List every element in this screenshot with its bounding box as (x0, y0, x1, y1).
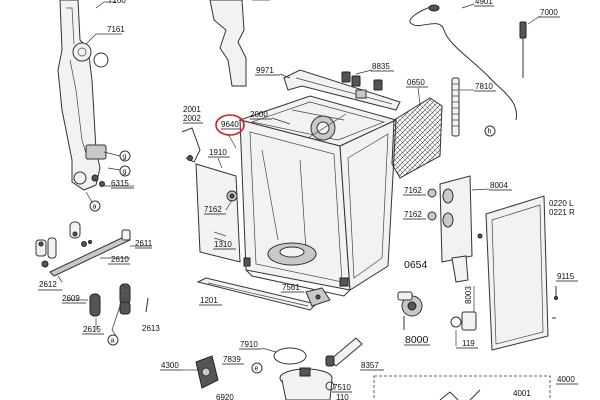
label-4300[interactable]: 4300 (161, 361, 179, 370)
marker-h-right-text: h (488, 129, 492, 136)
drain-fitting-7561 (305, 287, 331, 307)
marker-a-upper (89, 200, 101, 212)
label-4901[interactable]: 4901 (475, 0, 493, 6)
top-rail-9971 (283, 69, 401, 111)
label-8357[interactable]: 8357 (361, 361, 379, 370)
label-8003[interactable]: 8003 (464, 286, 473, 304)
label-2609[interactable]: 2609 (62, 294, 80, 303)
label-7161[interactable]: 7161 (107, 25, 125, 34)
marker-e-text: e (255, 366, 259, 373)
clip-set-8835 (341, 71, 383, 91)
latch-119 (450, 311, 477, 331)
cord-plug-7000 (519, 21, 527, 78)
label-2610[interactable]: 2610 (111, 255, 129, 264)
label-7839[interactable]: 7839 (223, 355, 241, 364)
marker-g-lower (119, 165, 131, 177)
pump-8000 (397, 291, 423, 330)
label-4000[interactable]: 4000 (557, 375, 575, 384)
insulation-mat-0650 (391, 97, 443, 179)
side-frame-bracket (57, 0, 109, 191)
label-9971[interactable]: 9971 (256, 66, 274, 75)
label-7000[interactable]: 7000 (540, 8, 558, 17)
bracket-0654 (451, 255, 469, 283)
label-0654[interactable]: 0654 (404, 259, 428, 271)
label-0221-right[interactable]: 0221 R (549, 208, 575, 217)
label-2002[interactable]: 2002 (183, 114, 201, 123)
marker-g-lower-text: g (123, 169, 127, 176)
pipe-8357 (325, 337, 363, 367)
side-panel-8004 (439, 175, 473, 263)
label-0650[interactable]: 0650 (407, 78, 425, 87)
label-9115[interactable]: 9115 (557, 272, 575, 281)
label-9640[interactable]: 9640 (221, 120, 239, 129)
label-2613[interactable]: 2613 (142, 324, 160, 333)
label-1310[interactable]: 1310 (214, 240, 232, 249)
dishwasher-tub-frame (238, 95, 398, 297)
seal-clip-2001 (181, 127, 201, 163)
label-2612[interactable]: 2612 (39, 280, 57, 289)
door-panel-0220 (485, 195, 549, 351)
label-1201[interactable]: 1201 (200, 296, 218, 305)
marker-a-upper-text: a (93, 204, 97, 211)
label-8000[interactable]: 8000 (405, 334, 429, 346)
motor-4300 (195, 355, 219, 389)
spring-and-clips (89, 283, 149, 317)
marker-a-lower (107, 334, 119, 346)
marker-e (251, 362, 263, 374)
label-7510[interactable]: 7510 (333, 383, 351, 392)
label-2611[interactable]: 2611 (135, 239, 153, 248)
top-insulation-strip (209, 0, 247, 87)
hinge-rail-assembly (35, 221, 131, 277)
detail-box-4000 (373, 375, 551, 400)
label-2000[interactable]: 2000 (250, 110, 268, 119)
label-2001[interactable]: 2001 (183, 105, 201, 114)
sump-gasket-7910 (273, 347, 307, 365)
label-7162-left[interactable]: 7162 (204, 205, 222, 214)
label-0220-left[interactable]: 0220 L (549, 199, 574, 208)
label-7160[interactable]: 7160 (108, 0, 126, 5)
label-7561[interactable]: 7561 (282, 283, 300, 292)
label-8004[interactable]: 8004 (490, 181, 508, 190)
marker-a-lower-text: a (111, 338, 115, 345)
label-7162-right-upper[interactable]: 7162 (404, 186, 422, 195)
label-1910[interactable]: 1910 (209, 148, 227, 157)
label-110[interactable]: 110 (336, 393, 349, 400)
door-seal-panel (195, 163, 241, 263)
label-119[interactable]: 119 (462, 339, 475, 348)
sump-housing-7510 (279, 367, 335, 400)
power-cable-4901 (409, 4, 517, 121)
marker-g-upper-text: g (123, 154, 127, 161)
fill-hose-7810 (451, 77, 460, 137)
label-2615[interactable]: 2615 (83, 325, 101, 334)
label-6315[interactable]: 6315 (111, 179, 129, 188)
marker-h-right (484, 125, 496, 137)
marker-g-upper (119, 150, 131, 162)
label-8835[interactable]: 8835 (372, 62, 390, 71)
label-7810[interactable]: 7810 (475, 82, 493, 91)
label-4001[interactable]: 4001 (513, 389, 531, 398)
label-7162-right-lower[interactable]: 7162 (404, 210, 422, 219)
label-6920[interactable]: 6920 (216, 393, 234, 400)
highlight-ring-9640 (215, 114, 245, 136)
label-7910[interactable]: 7910 (240, 340, 258, 349)
